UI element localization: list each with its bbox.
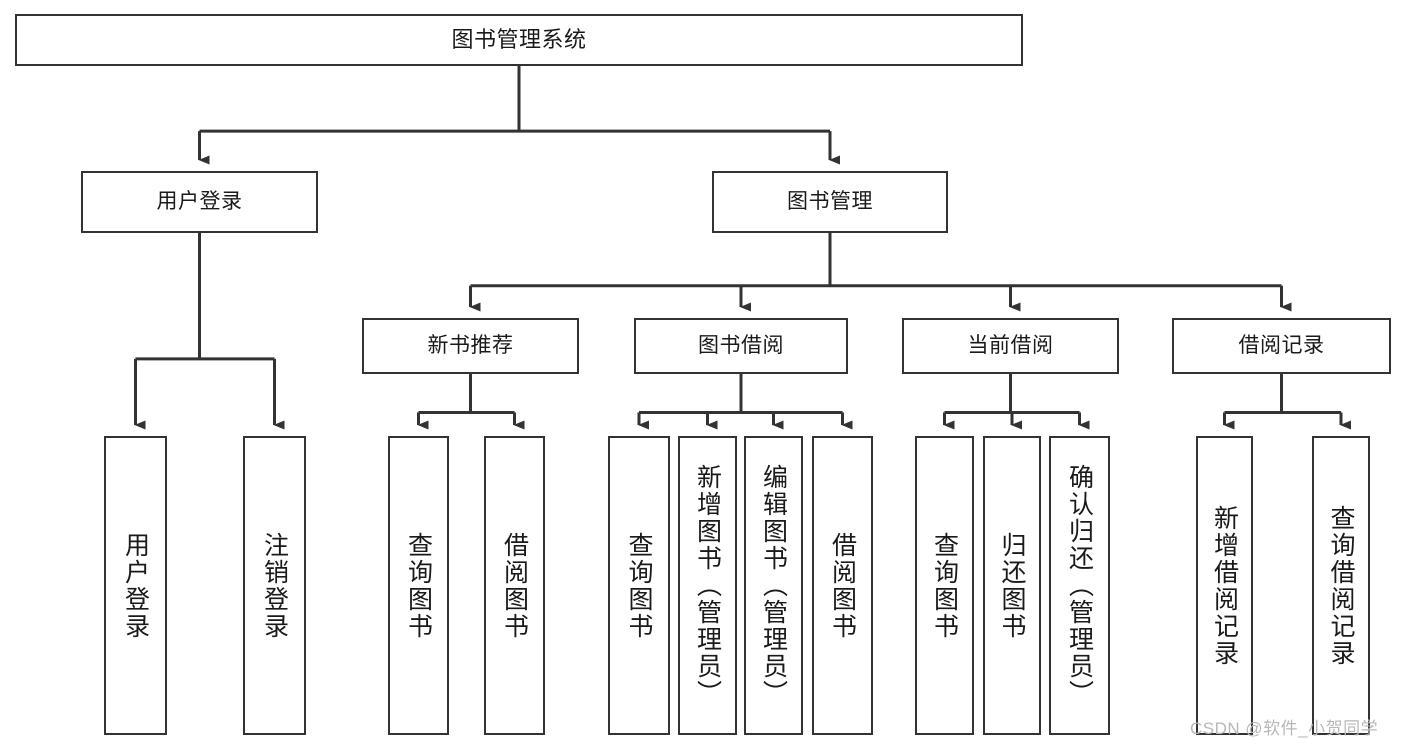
leaf-add-borrow-record-label: 新增借阅记录 xyxy=(1210,504,1239,667)
leaf-query-book-3[interactable]: 查询图书 xyxy=(915,436,974,735)
node-book-manage-label: 图书管理 xyxy=(787,189,873,213)
leaf-add-book-admin-label: 新增图书（管理员） xyxy=(693,464,722,707)
leaf-borrow-book-2[interactable]: 借阅图书 xyxy=(812,436,873,735)
leaf-borrow-book-1-label: 借阅图书 xyxy=(500,531,529,640)
node-user-login[interactable]: 用户登录 xyxy=(81,171,318,233)
node-book-borrow[interactable]: 图书借阅 xyxy=(634,318,848,374)
node-new-book-recommend-label: 新书推荐 xyxy=(427,333,514,357)
node-borrow-record[interactable]: 借阅记录 xyxy=(1172,318,1391,374)
leaf-edit-book-admin-label: 编辑图书（管理员） xyxy=(759,464,788,707)
node-book-manage[interactable]: 图书管理 xyxy=(712,171,948,233)
leaf-query-book-1[interactable]: 查询图书 xyxy=(388,436,449,735)
leaf-query-book-2[interactable]: 查询图书 xyxy=(608,436,670,735)
leaf-add-book-admin[interactable]: 新增图书（管理员） xyxy=(678,436,737,735)
leaf-logout-label: 注销登录 xyxy=(260,531,289,640)
leaf-return-book[interactable]: 归还图书 xyxy=(983,436,1041,735)
leaf-query-book-1-label: 查询图书 xyxy=(404,531,433,640)
leaf-user-login-label: 用户登录 xyxy=(121,531,150,640)
node-root[interactable]: 图书管理系统 xyxy=(15,14,1023,66)
leaf-query-book-2-label: 查询图书 xyxy=(625,531,653,640)
leaf-borrow-book-1[interactable]: 借阅图书 xyxy=(484,436,545,735)
node-root-label: 图书管理系统 xyxy=(451,27,587,53)
node-book-borrow-label: 图书借阅 xyxy=(698,333,784,357)
leaf-confirm-return-admin-label: 确认归还（管理员） xyxy=(1065,464,1094,707)
leaf-add-borrow-record[interactable]: 新增借阅记录 xyxy=(1196,436,1253,735)
leaf-query-borrow-record[interactable]: 查询借阅记录 xyxy=(1312,436,1370,735)
node-new-book-recommend[interactable]: 新书推荐 xyxy=(362,318,579,374)
node-user-login-label: 用户登录 xyxy=(156,189,243,213)
leaf-edit-book-admin[interactable]: 编辑图书（管理员） xyxy=(744,436,803,735)
leaf-borrow-book-2-label: 借阅图书 xyxy=(828,531,857,640)
node-current-borrow-label: 当前借阅 xyxy=(967,333,1054,357)
leaf-user-login[interactable]: 用户登录 xyxy=(104,436,167,735)
node-borrow-record-label: 借阅记录 xyxy=(1238,333,1325,357)
leaf-logout[interactable]: 注销登录 xyxy=(243,436,306,735)
leaf-query-book-3-label: 查询图书 xyxy=(930,531,959,640)
leaf-query-borrow-record-label: 查询借阅记录 xyxy=(1327,504,1355,667)
node-current-borrow[interactable]: 当前借阅 xyxy=(902,318,1119,374)
leaf-return-book-label: 归还图书 xyxy=(998,531,1026,640)
watermark: CSDN @软件_小贺同学 xyxy=(1190,719,1379,738)
leaf-confirm-return-admin[interactable]: 确认归还（管理员） xyxy=(1049,436,1110,735)
